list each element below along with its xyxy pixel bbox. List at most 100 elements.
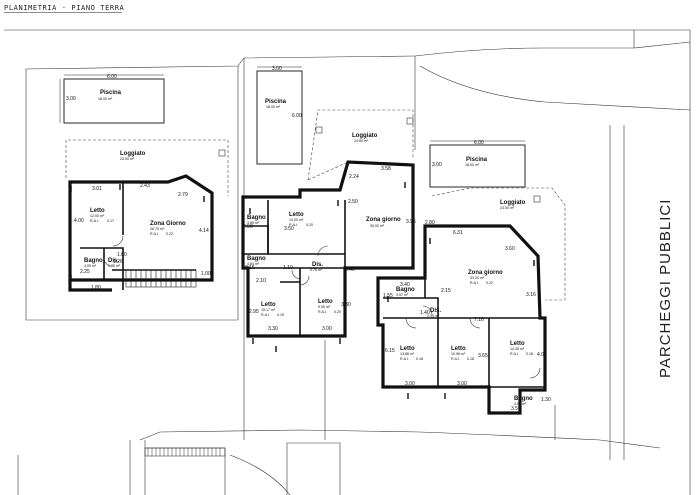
dimension-d225: 2.25 bbox=[80, 269, 90, 275]
room-label-u3-bagno-a-name: Bagno bbox=[396, 287, 415, 293]
room-label-u1-bagno-name: Bagno bbox=[84, 258, 103, 264]
dimension-d110: 1.10 bbox=[283, 265, 293, 271]
dimension-d280: 2.80 bbox=[425, 220, 435, 226]
dimension-d295: 2.95 bbox=[249, 309, 259, 315]
room-label-u2-dis-name: Dis. bbox=[312, 262, 323, 268]
room-label-u2-letto-b-name: Letto bbox=[261, 302, 276, 308]
room-label-u2-letto-c-name: Letto bbox=[318, 299, 333, 305]
room-label-u2-bagno-a-name: Bagno bbox=[247, 215, 266, 221]
room-label-u2-letto-c-ratio: 0.20 bbox=[334, 310, 341, 314]
room-label-u1-letto-rai: R.A.I. bbox=[90, 219, 99, 223]
dimension-d300a: 3.00 bbox=[322, 326, 332, 332]
pool-a: 6.00 3.00 Piscina 18.00 m² bbox=[59, 74, 165, 124]
dimension-d716: 7.16 bbox=[474, 317, 484, 323]
dimension-d243: 2.43 bbox=[140, 183, 150, 189]
room-label-pool-c-area: 18.00 m² bbox=[465, 163, 480, 167]
room-label-loggiato-a-area: 23.00 m² bbox=[120, 157, 135, 161]
room-label-u1-letto-ratio: 0.17 bbox=[107, 219, 114, 223]
room-label-u3-letto-c-ratio: 0.18 bbox=[526, 352, 533, 356]
room-label-pool-b-w: 3.00 bbox=[272, 66, 282, 72]
room-label-u1-bagno-area: 4.05 m² bbox=[84, 264, 97, 268]
room-label-u3-letto-c-name: Letto bbox=[510, 341, 525, 347]
dimension-d215b: 2.15 bbox=[441, 288, 451, 294]
room-label-u3-letto-c-rai: R.A.I. bbox=[510, 352, 519, 356]
room-label-loggiato-b-name: Loggiato bbox=[352, 133, 378, 139]
room-label-pool-a-h: 3.00 bbox=[66, 96, 76, 102]
room-label-pool-c-w: 6.00 bbox=[474, 140, 484, 146]
dimension-d180a: 1.80 bbox=[91, 285, 101, 291]
dimension-d100a: 1.00 bbox=[201, 271, 211, 277]
room-label-u1-letto-area: 12.00 m² bbox=[90, 214, 105, 218]
dimension-d300b: 3.00 bbox=[405, 381, 415, 387]
room-label-pool-a-area: 18.00 m² bbox=[98, 97, 113, 101]
hatch-structure bbox=[144, 447, 226, 457]
room-label-u3-zona-name: Zona giorno bbox=[468, 270, 503, 276]
room-label-u3-bagno-a-area: 3.57 m² bbox=[396, 293, 409, 297]
room-label-u3-letto-a-area: 13.86 m² bbox=[400, 352, 415, 356]
room-label-loggiato-b-area: 24.60 m² bbox=[354, 139, 369, 143]
room-label-u3-letto-b-ratio: 0.18 bbox=[467, 357, 474, 361]
room-label-u2-letto-b-area: 15.17 m² bbox=[261, 308, 276, 312]
dimension-d400: 4.00 bbox=[74, 218, 84, 224]
room-label-u2-letto-c-area: 9.90 m² bbox=[318, 305, 331, 309]
dimension-d126: 1.26 bbox=[113, 259, 123, 265]
dimension-d615: 6.15 bbox=[385, 348, 395, 354]
dimension-d300c: 3.00 bbox=[457, 381, 467, 387]
dimension-d224: 2.24 bbox=[349, 174, 359, 180]
room-label-u1-zona-ratio: 0.22 bbox=[166, 232, 173, 236]
dimension-d250b: 2.50 bbox=[348, 199, 358, 205]
dimension-d330a: 3.30 bbox=[341, 302, 351, 308]
unit-2: 2.50 3.50 2.24 3.58 3.95 2.15 2.10 1.10 … bbox=[241, 160, 416, 338]
room-label-u3-letto-a-name: Letto bbox=[400, 346, 415, 352]
dimension-d301: 3.01 bbox=[92, 186, 102, 192]
room-label-u3-letto-a-ratio: 0.18 bbox=[416, 357, 423, 361]
room-label-loggiato-c-area: 23.00 m² bbox=[500, 206, 515, 210]
room-label-u2-bagno-b-name: Bagno bbox=[247, 256, 266, 262]
room-label-u1-letto-name: Letto bbox=[90, 208, 105, 214]
dimension-d316: 3.16 bbox=[526, 292, 536, 298]
dimension-d631: 6.31 bbox=[453, 230, 463, 236]
room-label-u3-zona-rai: R.A.I. bbox=[470, 281, 479, 285]
pool-b: 3.00 6.00 Piscina 18.00 m² bbox=[256, 66, 303, 165]
room-label-u3-letto-a-rai: R.A.I. bbox=[400, 357, 409, 361]
room-label-u2-letto-b-rai: R.A.I. bbox=[261, 313, 270, 317]
room-label-u3-bagno-b-area: 4.60 m² bbox=[514, 402, 527, 406]
unit-3: 2.80 6.31 3.60 3.16 3.40 1.55 2.15 1.40 … bbox=[376, 220, 551, 415]
dimension-d405: 4.05 bbox=[537, 352, 547, 358]
dimension-d210: 2.10 bbox=[256, 278, 266, 284]
unit-1-stairs bbox=[125, 269, 197, 288]
room-label-u1-dis-area: 1.35 m² bbox=[108, 264, 121, 268]
dimension-d365: 3.65 bbox=[478, 353, 488, 359]
dimension-d340: 3.40 bbox=[400, 282, 410, 288]
room-label-u2-zona-area: 30.00 m² bbox=[370, 224, 385, 228]
room-label-u3-letto-b-area: 10.96 m² bbox=[451, 352, 466, 356]
room-label-u3-letto-b-rai: R.A.I. bbox=[451, 357, 460, 361]
room-label-u3-dis-name: Dis. bbox=[430, 308, 441, 314]
room-label-u1-zona-area: 26.70 m² bbox=[150, 227, 165, 231]
room-label-u1-zona-name: Zona Giorno bbox=[150, 221, 186, 227]
street-label: PARCHEGGI PUBBLICI bbox=[657, 199, 674, 378]
unit-1: 3.01 2.43 2.79 4.00 4.14 2.25 1.26 1.80 … bbox=[68, 174, 214, 292]
dimension-d130: 1.30 bbox=[541, 397, 551, 403]
dimension-d279: 2.79 bbox=[178, 192, 188, 198]
room-label-u3-dis-area: 2.30 m² bbox=[427, 314, 440, 318]
room-label-u3-letto-b-name: Letto bbox=[451, 346, 466, 352]
room-label-loggiato-c-name: Loggiato bbox=[500, 200, 526, 206]
room-label-u2-zona-name: Zona giorno bbox=[366, 217, 401, 223]
dimension-d215a: 2.15 bbox=[245, 265, 255, 271]
room-label-u2-dis-area: 5.78 m² bbox=[310, 268, 323, 272]
sheet-border bbox=[4, 29, 691, 495]
room-label-u2-letto-a-name: Letto bbox=[289, 212, 304, 218]
room-label-pool-a-w: 6.00 bbox=[107, 74, 117, 80]
pool-a-label: Piscina bbox=[100, 90, 122, 96]
room-label-u2-letto-a-ratio: 0.20 bbox=[306, 223, 313, 227]
dimension-d180b: 1.80 bbox=[117, 252, 127, 258]
room-label-loggiato-a-name: Loggiato bbox=[120, 151, 146, 157]
room-label-u2-bagno-a-area: 3.85 m² bbox=[247, 221, 260, 225]
room-label-u3-letto-c-area: 14.35 m² bbox=[510, 347, 525, 351]
room-label-pool-c-h: 3.00 bbox=[432, 162, 442, 168]
pool-c-label: Piscina bbox=[466, 157, 488, 163]
loggiato-b: Loggiato 24.60 m² bbox=[307, 109, 414, 181]
